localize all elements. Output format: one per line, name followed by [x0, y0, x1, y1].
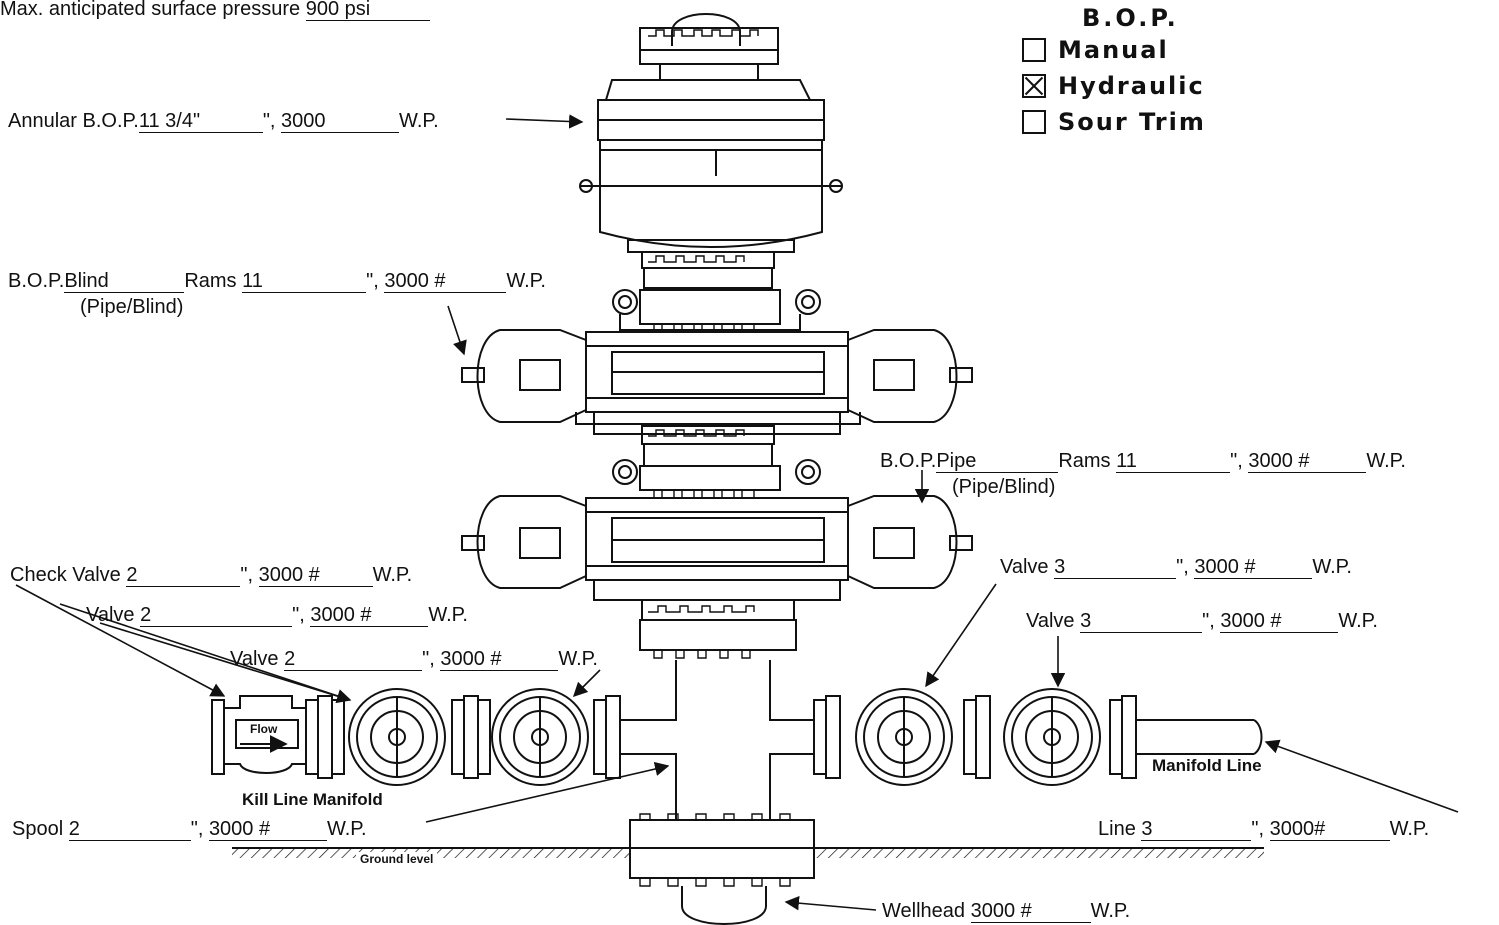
- flow-label: Flow: [250, 722, 278, 736]
- flange-2: [641, 425, 775, 467]
- bop-option-manual[interactable]: Manual: [1022, 32, 1206, 68]
- mud-cross: [639, 599, 808, 820]
- max-pressure-value: 900 psi: [305, 0, 430, 21]
- wellhead: [629, 813, 815, 925]
- top-pipe: [639, 13, 779, 81]
- choke-line: [808, 688, 1263, 786]
- ground-level-label: Ground level: [356, 852, 438, 866]
- bop-option-sour-trim[interactable]: Sour Trim: [1022, 104, 1206, 140]
- valve-left-1-label: Valve 2", 3000 #W.P.: [86, 604, 468, 627]
- sour-trim-checkbox[interactable]: [1022, 110, 1046, 134]
- annular-bop: [579, 79, 843, 253]
- blind-ram-bop: [461, 289, 973, 435]
- valve-left-2-label: Valve 2", 3000 #W.P.: [230, 648, 598, 671]
- leader-arrows: [15, 114, 1459, 911]
- valve-right-1-label: Valve 3", 3000 #W.P.: [1000, 556, 1352, 579]
- bop-legend-title: B.O.P.: [1082, 4, 1179, 32]
- bop-option-hydraulic[interactable]: Hydraulic: [1022, 68, 1206, 104]
- spool-label: Spool 2", 3000 #W.P.: [12, 818, 367, 841]
- wellhead-label: Wellhead 3000 #W.P.: [882, 900, 1131, 923]
- bop-legend: B.O.P. Manual Hydraulic Sour Trim: [1022, 4, 1206, 140]
- pipe-ram-bop: [461, 459, 973, 601]
- manual-checkbox[interactable]: [1022, 38, 1046, 62]
- kill-line-manifold-label: Kill Line Manifold: [242, 790, 383, 809]
- max-pressure-label: Max. anticipated surface pressure 900 ps…: [0, 0, 430, 21]
- manifold-line-label: Manifold Line: [1152, 756, 1262, 775]
- check-valve-label: Check Valve 2", 3000 #W.P.: [10, 564, 413, 587]
- hydraulic-checkbox[interactable]: [1022, 74, 1046, 98]
- flange-1: [641, 251, 775, 289]
- line-label: Line 3", 3000#W.P.: [1098, 818, 1430, 841]
- blind-rams-note: (Pipe/Blind): [80, 296, 184, 318]
- kill-line: [211, 688, 640, 786]
- valve-right-2-label: Valve 3", 3000 #W.P.: [1026, 610, 1378, 633]
- pipe-rams-note: (Pipe/Blind): [952, 476, 1056, 498]
